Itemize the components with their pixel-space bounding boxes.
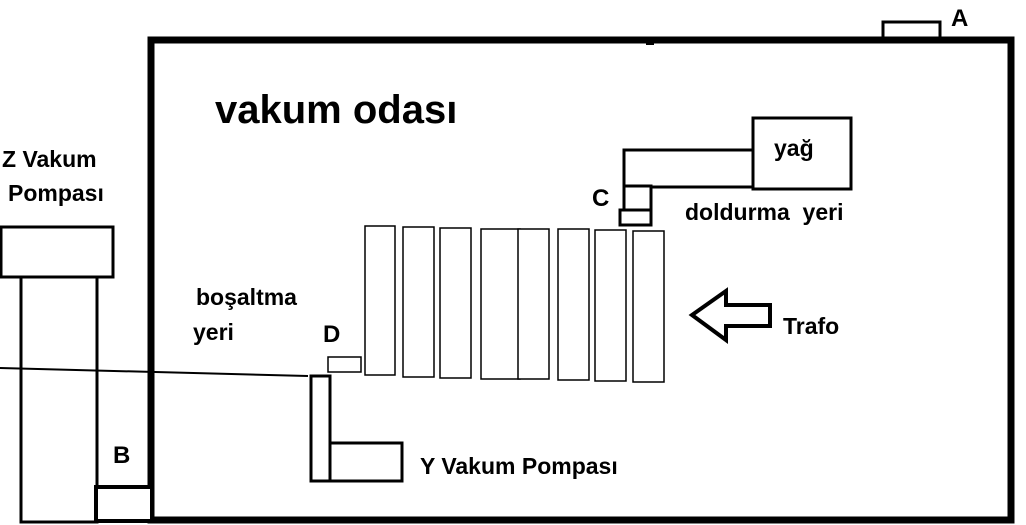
port-c [618, 208, 653, 227]
page-title: vakum odası [215, 88, 457, 132]
transformer-fin [402, 226, 435, 378]
left-arrow-icon [688, 287, 772, 344]
vacuum-chamber [147, 36, 1015, 524]
y-pump-label: Y Vakum Pompası [420, 453, 618, 479]
transformer [364, 225, 665, 383]
z-pump-head [0, 225, 115, 279]
chamber-top-mark [646, 37, 654, 45]
transformer-fin [364, 225, 396, 376]
z-pump-pipe [19, 275, 99, 524]
z-pump-label-line1: Z Vakum [2, 146, 97, 172]
label-a: A [951, 5, 968, 32]
oil-pipe-horizontal [622, 148, 755, 189]
transformer-label: Trafo [783, 313, 839, 339]
port-d [327, 356, 362, 373]
transformer-fin [632, 230, 665, 383]
transformer-fin [557, 228, 590, 381]
label-d: D [323, 321, 340, 348]
oil-pipe-vertical [622, 184, 653, 212]
oil-label: yağ [774, 135, 814, 161]
drain-label-line1: boşaltma [196, 284, 297, 310]
z-pump-label-line2: Pompası [8, 180, 104, 206]
port-b [94, 485, 154, 523]
port-d-tick [0, 367, 309, 377]
drain-label-line2: yeri [193, 319, 234, 345]
fill-place-label: doldurma yeri [685, 199, 843, 225]
transformer-fin [594, 229, 627, 382]
y-pump-pipe [309, 374, 404, 483]
transformer-fin [439, 227, 472, 379]
transformer-fin [480, 228, 521, 380]
port-a [881, 20, 942, 40]
label-c: C [592, 185, 609, 212]
label-b: B [113, 442, 130, 469]
transformer-fin [517, 228, 550, 380]
